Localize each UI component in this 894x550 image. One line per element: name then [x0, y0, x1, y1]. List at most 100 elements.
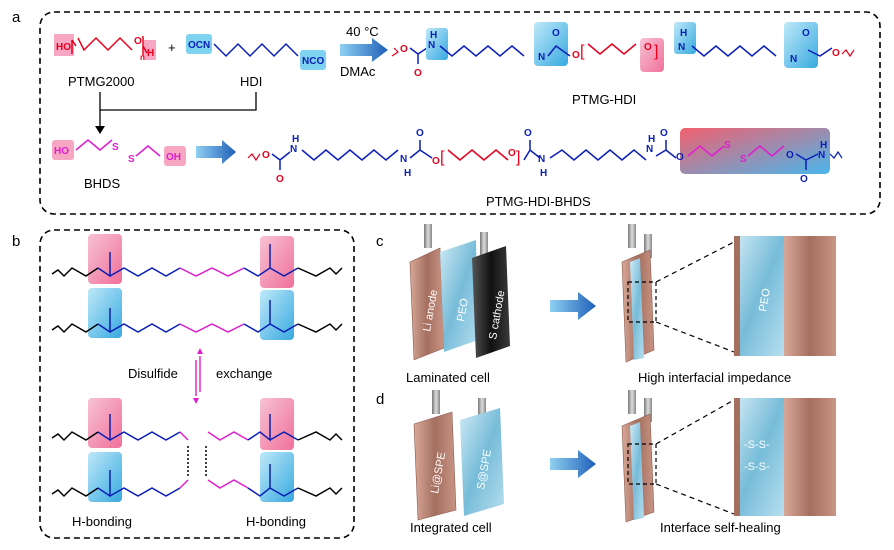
laminated-cell: Li anode PEO S cathode [409, 224, 510, 361]
p2-s-atom-2: S [740, 154, 747, 165]
feed-arrow-head [95, 126, 105, 134]
zoom-d: -S-S- -S-S- [734, 398, 836, 516]
p2-s-atom-1: S [724, 140, 731, 151]
hdi-label: HDI [240, 74, 262, 89]
b-top-highlight-right-1 [260, 236, 294, 288]
panel-letter-a: a [12, 9, 21, 26]
ptmg-hdi-structure: O O N H N O O [ O ] N H N O O [391, 22, 855, 79]
cell-c-zoom-box [627, 281, 657, 323]
p1-urethane-highlight-3 [640, 38, 664, 72]
b-bottom-highlight-right-1 [260, 398, 294, 450]
p2-o-atom-6: O [524, 128, 532, 139]
cell-c-electrolyte [630, 258, 644, 360]
panel-d-arrow [550, 450, 596, 478]
ss-label-2: -S-S- [744, 461, 770, 473]
integrated-caption: Integrated cell [410, 520, 492, 535]
tab-d-2 [478, 398, 486, 422]
p2-o-atom-3: O [416, 128, 424, 139]
p1-nh-atom-1: N [428, 40, 435, 51]
tab-c-2 [644, 234, 652, 258]
bhds-ho-highlight [52, 140, 74, 160]
ptmg-h-atom: H [147, 48, 154, 59]
hdi-nco-highlight [300, 50, 326, 70]
ptmg-ho-atom: HO [56, 42, 71, 53]
p2-o-atom-9: O [786, 150, 794, 161]
peo-zoom-label: PEO [757, 287, 773, 312]
cell-c-zoom-lines [655, 241, 735, 353]
p2-bracket-left: [ [440, 149, 445, 166]
p1-urethane-highlight-2 [534, 22, 568, 66]
tab-d-3 [628, 390, 636, 414]
p2-bracket-right: ] [516, 149, 520, 166]
bhds-ho-atom: HO [54, 146, 69, 157]
hbond-left-label: H-bonding [72, 514, 132, 529]
cell-d-zoom-box [627, 443, 657, 485]
ptmg-ho-highlight [54, 34, 74, 56]
hdi-ocn-highlight [186, 34, 212, 54]
p2-o-atom-8: O [676, 152, 684, 163]
p2-nh-atom-1: N [290, 144, 297, 155]
p2-o-atom-5: O [508, 148, 516, 159]
li-spe-plate [413, 411, 457, 521]
panel-letter-b: b [12, 233, 20, 250]
bhds-oh-atom: OH [166, 152, 181, 163]
hdi-structure: OCN NCO [186, 34, 326, 70]
reaction-temperature: 40 °C [346, 24, 379, 39]
assembled-cell-d [621, 390, 735, 523]
peo-label: PEO [455, 297, 471, 322]
p2-h-atom-2: H [404, 168, 411, 179]
p1-o-atom-7: O [832, 48, 840, 59]
zoom-d-copper [784, 398, 836, 516]
b-top-highlight-right-2 [260, 290, 294, 340]
integrated-cell: Li@SPE S@SPE [413, 390, 504, 521]
peo-plate [440, 240, 478, 352]
panel-letter-d: d [376, 391, 384, 408]
p2-h-atom-5: H [820, 140, 827, 151]
ptmg-hdi-bhds-structure: O O N H N H O O [ O ] O N H N H O O S S … [247, 128, 843, 185]
ptmg-h-highlight [144, 40, 156, 60]
ss-label-1: -S-S- [744, 439, 770, 451]
panel-b-top-pair [51, 234, 343, 340]
p1-nh-atom-2: N [538, 52, 545, 63]
p2-o-atom-1: O [262, 150, 270, 161]
bhds-oh-highlight [164, 146, 186, 166]
ptmg-n-subscript: n [140, 53, 145, 62]
tab-c-1 [628, 224, 636, 248]
zoom-d-edge [734, 398, 740, 516]
p2-nh-atom-5: N [818, 150, 825, 161]
feed-bracket [99, 92, 257, 111]
panel-c-arrow [550, 292, 596, 320]
b-bottom-highlight-left-1 [88, 398, 122, 448]
b-top-highlight-left-2 [88, 288, 122, 338]
panel-b-frame [39, 229, 355, 539]
zoom-d-peo [734, 398, 784, 516]
p2-h-atom-1: H [292, 134, 299, 145]
p2-nh-atom-4: N [646, 144, 653, 155]
p1-o-atom-4: O [572, 50, 580, 61]
p2-o-atom-10: O [800, 174, 808, 185]
p1-h-atom-3: H [680, 28, 687, 39]
p1-o-atom-5: O [644, 42, 652, 53]
exchange-label: exchange [216, 366, 272, 381]
p2-o-atom-7: O [660, 128, 668, 139]
ptmg-structure: HO O H n [54, 34, 156, 62]
impedance-caption: High interfacial impedance [638, 370, 791, 385]
s-cathode-plate [472, 246, 510, 358]
zoom-c-peo [734, 236, 784, 356]
p2-nh-atom-3: N [538, 154, 545, 165]
bhds-structure: HO S S OH [52, 139, 186, 166]
tab-li [424, 224, 432, 248]
tab-d-4 [644, 398, 652, 422]
product2-label: PTMG-HDI-BHDS [486, 194, 591, 209]
b-top-highlight-left-1 [88, 234, 122, 284]
cell-d-zoom-lines [655, 399, 735, 515]
p2-nh-atom-2: N [400, 154, 407, 165]
assembled-cell-c [621, 224, 735, 363]
product1-label: PTMG-HDI [572, 92, 636, 107]
p1-urethane-highlight-4 [674, 22, 696, 54]
p2-h-atom-3: H [540, 168, 547, 179]
p2-o-atom-4: O [432, 156, 440, 167]
p1-bracket-right: ] [654, 43, 658, 60]
p1-o-atom-1: O [400, 44, 408, 55]
